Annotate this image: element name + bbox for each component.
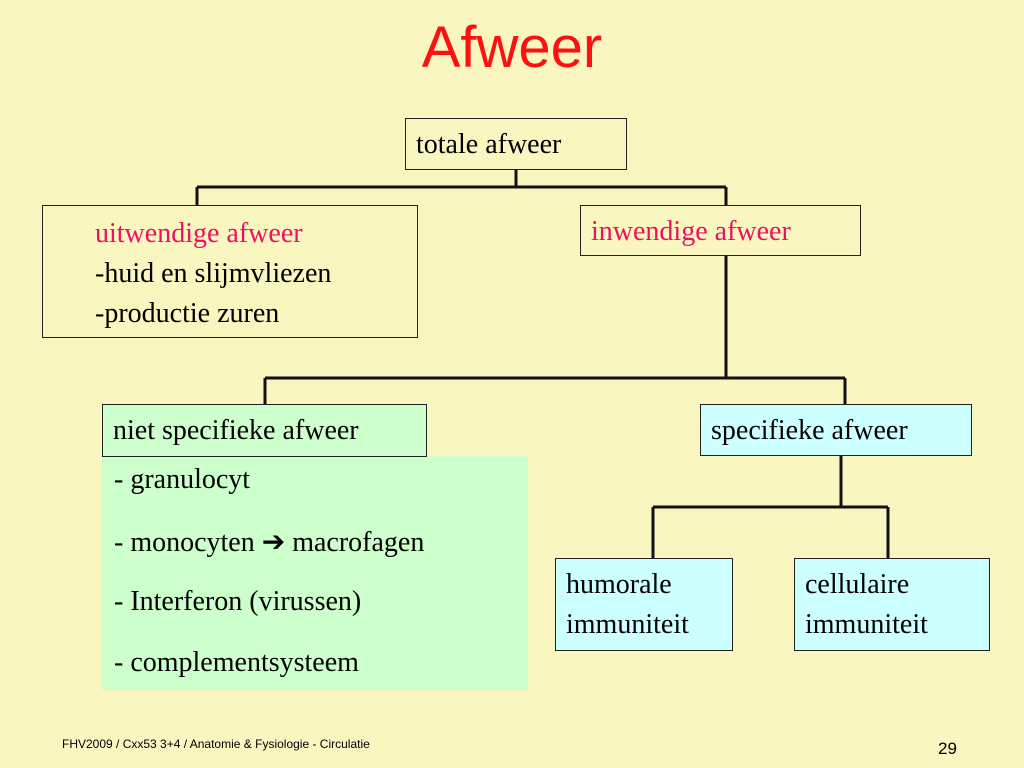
node-cellulaire-immuniteit: cellulaire immuniteit	[794, 558, 990, 651]
connector-middle	[263, 256, 847, 405]
connector-top	[195, 170, 728, 205]
list-item: - granulocyt	[114, 464, 251, 495]
uitwendige-item: -productie zuren	[95, 298, 280, 329]
arrow-right-icon: ➔	[261, 525, 286, 558]
node-line: cellulaire	[805, 569, 910, 600]
node-uitwendige-afweer: uitwendige afweer -huid en slijmvliezen …	[42, 205, 418, 338]
list-item: - Interferon (virussen)	[114, 586, 362, 617]
list-item-text: - monocyten	[114, 527, 255, 558]
node-humorale-immuniteit: humorale immuniteit	[555, 558, 733, 651]
uitwendige-heading: uitwendige afweer	[95, 218, 303, 249]
node-niet-specifieke-afweer: niet specifieke afweer	[102, 404, 427, 457]
node-line: humorale	[566, 569, 672, 600]
connector-bottom	[651, 456, 890, 558]
node-line: immuniteit	[566, 609, 689, 640]
uitwendige-item: -huid en slijmvliezen	[95, 258, 332, 289]
node-line: immuniteit	[805, 609, 928, 640]
list-item: - complementsysteem	[114, 647, 359, 678]
node-inwendige-afweer: inwendige afweer	[580, 205, 861, 256]
page-number: 29	[938, 739, 957, 758]
niet-specifieke-list: - granulocyt - monocyten ➔ macrofagen - …	[102, 456, 528, 690]
footer-text: FHV2009 / Cxx53 3+4 / Anatomie & Fysiolo…	[62, 737, 370, 751]
slide-title: Afweer	[421, 15, 603, 80]
node-totale-afweer: totale afweer	[405, 118, 627, 170]
list-item-text: macrofagen	[292, 527, 425, 558]
list-item: - monocyten ➔ macrofagen	[114, 525, 424, 559]
node-specifieke-afweer: specifieke afweer	[700, 404, 972, 456]
